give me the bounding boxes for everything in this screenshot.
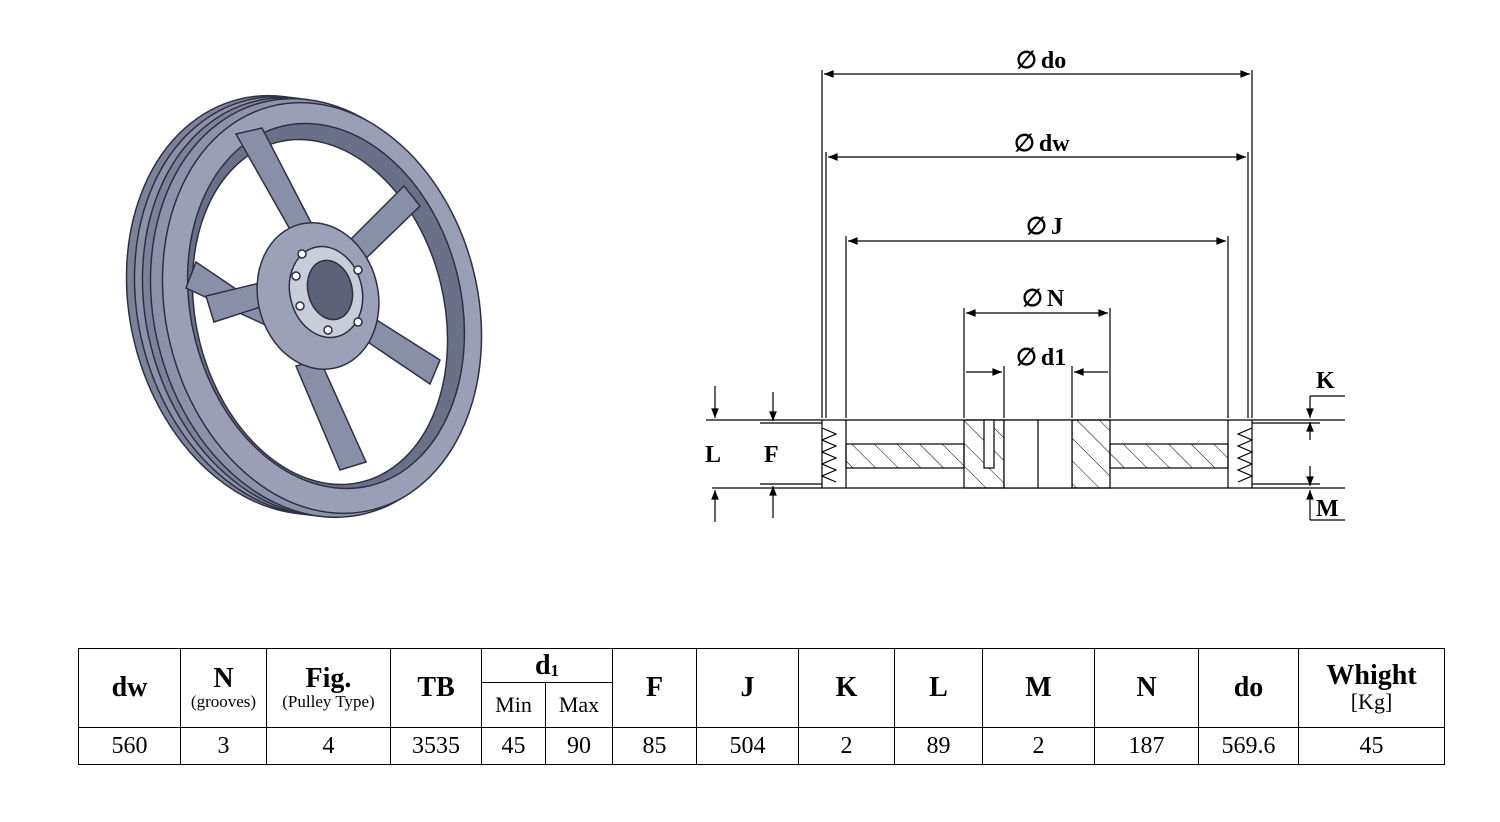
cell-K: 2	[798, 727, 896, 765]
header-d1: d1	[480, 648, 614, 683]
header-N-sub: (grooves)	[190, 691, 257, 711]
header-do: do	[1198, 648, 1300, 728]
table-row: 560 3 4 3535 45 90 85 504 2 89 2 187 569…	[78, 727, 1446, 765]
label-dw: dw	[1039, 131, 1070, 157]
svg-text:∅dw: ∅dw	[1014, 131, 1070, 157]
label-F: F	[764, 442, 779, 468]
header-min: Min	[481, 682, 546, 728]
label-L: L	[705, 442, 721, 468]
header-N2: N	[1094, 648, 1200, 728]
header-J: J	[696, 648, 800, 728]
cell-min: 45	[481, 727, 546, 765]
header-d1-label: d	[534, 649, 551, 681]
cell-N: 3	[180, 727, 267, 765]
label-d1: d1	[1041, 345, 1066, 371]
cell-TB: 3535	[390, 727, 482, 765]
cell-weight: 45	[1298, 727, 1446, 765]
side-dimensions	[711, 386, 1345, 522]
label-N: N	[1047, 286, 1065, 312]
header-fig-label: Fig.	[305, 662, 352, 694]
cell-M: 2	[982, 727, 1096, 765]
svg-text:∅d1: ∅d1	[1016, 345, 1066, 371]
label-J: J	[1051, 214, 1063, 240]
header-dw: dw	[78, 648, 181, 728]
diameter-symbol: ∅	[1026, 214, 1047, 240]
cell-max: 90	[544, 727, 614, 765]
header-TB: TB	[390, 648, 482, 728]
header-N: N(grooves)	[180, 648, 267, 728]
header-M: M	[982, 648, 1096, 728]
cell-J: 504	[696, 727, 800, 765]
header-max: Max	[544, 682, 614, 728]
cell-F: 85	[612, 727, 698, 765]
table-header-row: dw N(grooves) Fig.(Pulley Type) TB d1 F …	[78, 648, 1446, 728]
label-M: M	[1316, 496, 1339, 522]
pulley-3d-view	[125, 94, 483, 519]
header-fig-sub: (Pulley Type)	[282, 691, 375, 711]
table-subheader-row: Min Max	[79, 682, 1445, 728]
header-weight: Whight[Kg]	[1298, 648, 1446, 728]
svg-text:∅do: ∅do	[1016, 48, 1066, 74]
header-N-label: N	[213, 662, 234, 694]
diameter-symbol: ∅	[1022, 286, 1043, 312]
svg-text:∅N: ∅N	[1022, 286, 1065, 312]
header-weight-sub: [Kg]	[1350, 688, 1393, 714]
diameter-symbol: ∅	[1016, 48, 1037, 74]
pulley-drawing: ∅do ∅dw ∅J ∅N ∅d1 L F K M	[125, 48, 1345, 522]
header-d1-sub: 1	[550, 660, 560, 680]
header-fig: Fig.(Pulley Type)	[266, 648, 391, 728]
label-K: K	[1316, 368, 1335, 394]
cell-N2: 187	[1094, 727, 1200, 765]
spec-table: dw N(grooves) Fig.(Pulley Type) TB d1 F …	[78, 648, 1446, 765]
dimension-labels: ∅do ∅dw ∅J ∅N ∅d1 L F K M	[705, 48, 1339, 522]
cell-dw: 560	[78, 727, 181, 765]
label-do: do	[1041, 48, 1066, 74]
header-F: F	[612, 648, 698, 728]
hatched-section	[845, 419, 1229, 489]
cell-fig: 4	[266, 727, 391, 765]
header-weight-label: Whight	[1326, 659, 1417, 691]
cell-L: 89	[894, 727, 984, 765]
cell-do: 569.6	[1198, 727, 1300, 765]
header-L: L	[894, 648, 984, 728]
svg-text:∅J: ∅J	[1026, 214, 1063, 240]
diameter-symbol: ∅	[1016, 345, 1037, 371]
header-K: K	[798, 648, 896, 728]
diameter-symbol: ∅	[1014, 131, 1035, 157]
